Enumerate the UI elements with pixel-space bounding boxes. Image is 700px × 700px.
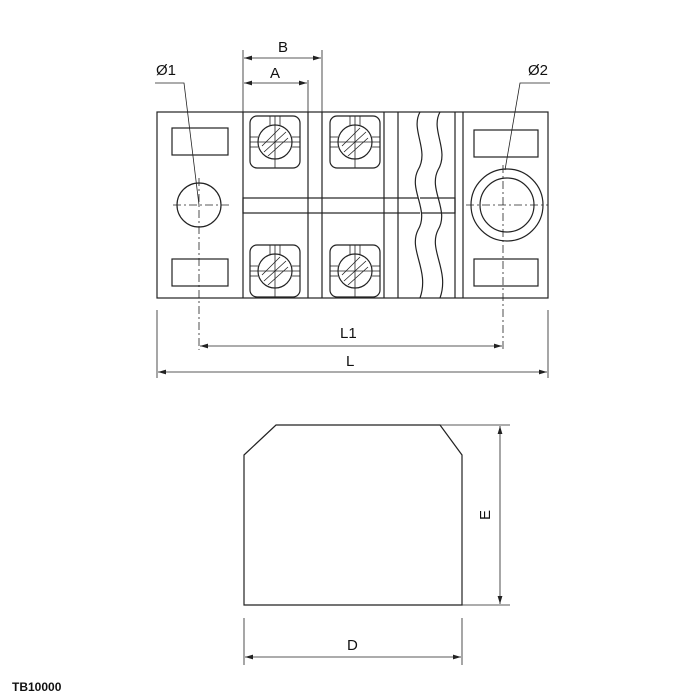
model-number: TB10000 (12, 680, 62, 694)
side-view (243, 424, 510, 665)
screw-icon (249, 115, 301, 169)
dim-label-b: B (278, 39, 288, 56)
dim-label-a: A (270, 65, 280, 82)
top-view (155, 50, 550, 378)
screw-icon (249, 244, 301, 298)
dim-label-e: E (477, 510, 494, 520)
dim-label-phi1: Ø1 (156, 62, 176, 79)
screw-icon (329, 244, 381, 298)
dim-label-d: D (347, 637, 358, 654)
dim-label-phi2: Ø2 (528, 62, 548, 79)
screw-icon (329, 115, 381, 169)
dim-label-l: L (346, 353, 354, 370)
dim-label-l1: L1 (340, 325, 357, 342)
